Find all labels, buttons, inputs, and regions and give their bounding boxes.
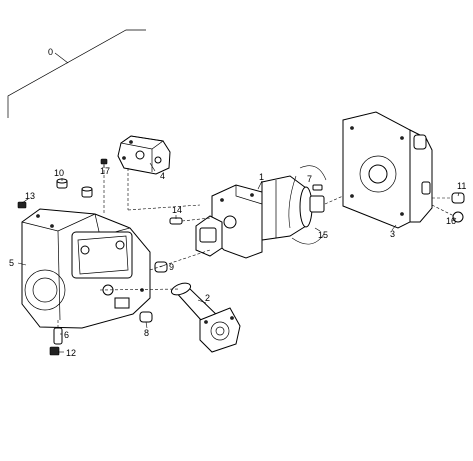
callout-17: 17 [100, 166, 110, 176]
part-11-plug[interactable] [451, 192, 465, 204]
assembly-guide-lines [57, 165, 455, 328]
callout-11: 11 [457, 181, 466, 191]
callout-7: 7 [307, 174, 312, 184]
callout-0: 0 [48, 47, 53, 57]
part-16-washer[interactable] [452, 211, 464, 223]
assembly-frame [7, 29, 146, 118]
part-13-screw[interactable] [17, 201, 27, 209]
callout-3: 3 [390, 229, 395, 239]
part-1-pump[interactable] [195, 175, 325, 259]
part-9-plug[interactable] [154, 261, 168, 273]
callout-5: 5 [9, 258, 14, 268]
fitting[interactable] [81, 186, 93, 198]
part-4-valve-block[interactable] [117, 135, 171, 175]
part-3-valve-plate[interactable] [342, 111, 433, 229]
callout-labels: 0 1 2 3 4 5 6 7 8 9 10 11 12 13 14 15 16… [9, 47, 466, 358]
callout-6: 6 [64, 330, 69, 340]
callout-13: 13 [25, 191, 35, 201]
callout-12: 12 [66, 348, 76, 358]
part-6-pin[interactable] [53, 327, 63, 345]
callout-16: 16 [446, 216, 456, 226]
part-2-filter[interactable] [170, 281, 241, 353]
callout-2: 2 [205, 293, 210, 303]
callout-4: 4 [160, 171, 165, 181]
leader-lines [17, 162, 460, 353]
callout-15: 15 [318, 230, 328, 240]
part-5-housing[interactable] [21, 208, 151, 329]
part-15-seal-ring[interactable] [288, 165, 327, 245]
callout-14: 14 [172, 205, 182, 215]
part-7-pin[interactable] [312, 184, 323, 191]
callout-9: 9 [169, 262, 174, 272]
callout-8: 8 [144, 328, 149, 338]
callout-10: 10 [54, 168, 64, 178]
callout-1: 1 [259, 172, 264, 182]
part-12-bolt[interactable] [49, 346, 60, 356]
part-8-plug[interactable] [139, 311, 153, 323]
part-17-screw[interactable] [100, 158, 108, 165]
